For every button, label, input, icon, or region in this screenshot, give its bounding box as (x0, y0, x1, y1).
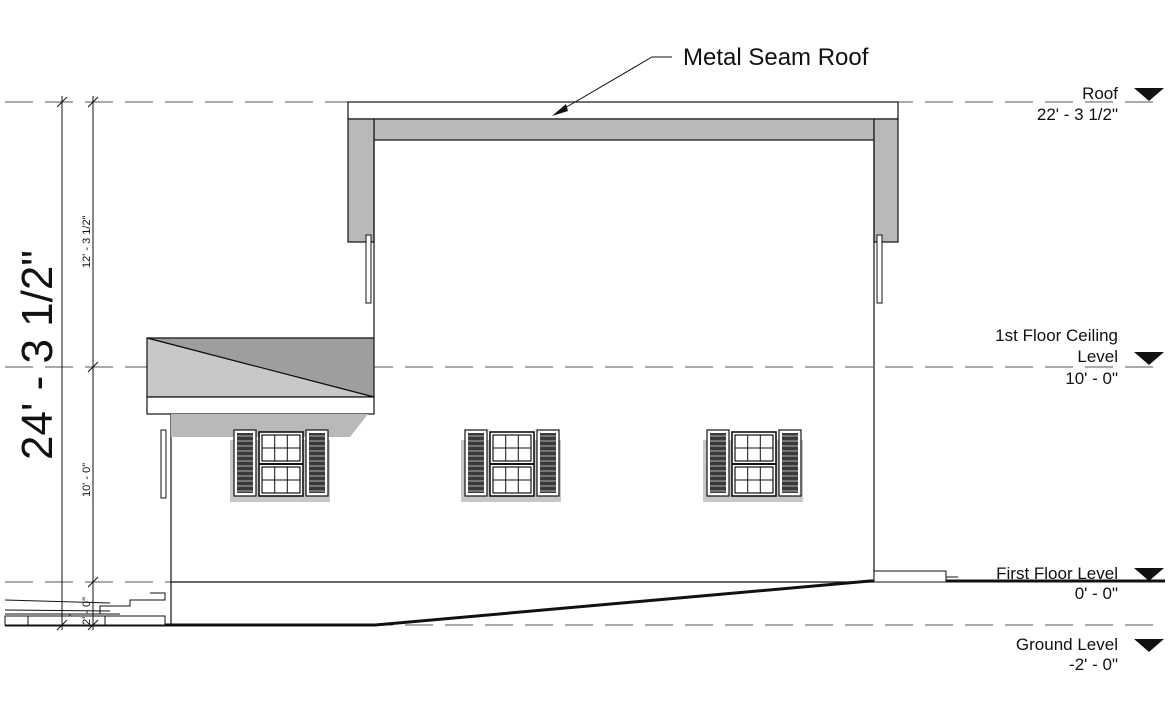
downspouts (160, 234, 883, 499)
level-marker-first-floor (1134, 568, 1164, 581)
shutter-right (305, 429, 329, 497)
level-elevation-first-floor: 0' - 0" (1075, 584, 1118, 603)
level-marker-roof (1134, 88, 1164, 101)
dimension-lines (56, 96, 99, 631)
level-elevation-ground: -2' - 0" (1069, 655, 1118, 674)
main-dimension-text: 10' - 0" (81, 463, 93, 497)
shutter-right (778, 429, 802, 497)
porch-roof (146, 337, 375, 437)
tick-roof-2 (87, 96, 99, 108)
tick-ceiling (87, 361, 99, 373)
shutter-right (536, 429, 560, 497)
level-tag-roof: Roof 22' - 3 1/2" (1037, 84, 1164, 124)
window (230, 429, 330, 502)
walls (170, 140, 875, 625)
stair-tread-1 (4, 599, 111, 604)
roof-callout-text: Metal Seam Roof (683, 44, 869, 71)
stair-landing (4, 615, 166, 626)
ground (5, 570, 1165, 627)
level-tag-ground: Ground Level -2' - 0" (1016, 635, 1164, 674)
shutter-left (706, 429, 730, 497)
tick-ground-2 (87, 619, 99, 631)
upper-dimension-text: 12' - 3 1/2" (81, 215, 93, 268)
level-elevation-ceiling: 10' - 0" (1065, 369, 1118, 388)
level-name-ground: Ground Level (1016, 635, 1118, 654)
level-marker-ground (1134, 639, 1164, 652)
level-name-ceiling-line2: Level (1077, 347, 1118, 366)
roof-eave-left (347, 118, 375, 243)
roof-underside-band (373, 118, 875, 141)
downspout-porch (160, 429, 167, 499)
level-elevation-roof: 22' - 3 1/2" (1037, 105, 1118, 124)
downspout-left (365, 234, 372, 304)
roof-fascia (347, 101, 899, 120)
stair-tread-2 (4, 609, 111, 612)
downspout-right (876, 234, 883, 304)
roof-callout-leader (552, 56, 672, 116)
level-name-roof: Roof (1082, 84, 1118, 103)
level-tag-first-floor: First Floor Level 0' - 0" (996, 564, 1164, 603)
level-tag-ceiling: 1st Floor Ceiling Level 10' - 0" (995, 326, 1164, 388)
ground-line (5, 579, 1165, 627)
tick-ground (56, 619, 68, 631)
window (703, 429, 803, 502)
tick-floor (87, 576, 99, 588)
porch-roof-fascia (146, 396, 375, 415)
roof (347, 101, 899, 243)
overall-dimension-text: 24' - 3 1/2" (13, 250, 62, 460)
first-floor-step (873, 570, 947, 583)
base-dimension-text: 2' - 0" (81, 597, 93, 625)
tick-roof (56, 96, 68, 108)
level-marker-ceiling (1134, 352, 1164, 365)
windows (230, 429, 803, 502)
window (461, 429, 561, 502)
level-name-first-floor: First Floor Level (996, 564, 1118, 583)
shutter-left (464, 429, 488, 497)
shutter-left (233, 429, 257, 497)
level-name-ceiling-line1: 1st Floor Ceiling (995, 326, 1118, 345)
roof-eave-right (873, 118, 899, 243)
